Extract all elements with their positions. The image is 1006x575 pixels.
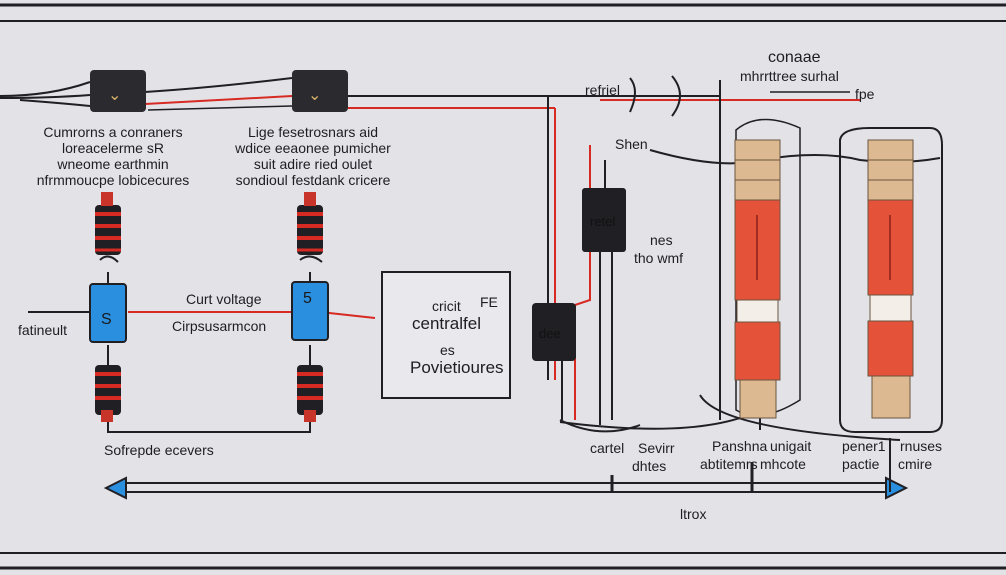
bottom-mid-label-2: Sevirr xyxy=(638,440,675,456)
mid-desc-line-1: Lige fesetrosnars aid xyxy=(248,124,378,140)
relay-text: retel xyxy=(590,214,615,229)
mid-description: Lige fesetrosnars aid wdice eeaonee pumi… xyxy=(228,124,398,188)
left-desc-line-1: Cumrorns a conraners xyxy=(43,124,183,140)
blue-component-left xyxy=(89,283,127,343)
bottom-right-label-3: abtitemrs xyxy=(700,456,758,472)
bottom-right-label-2: unigait xyxy=(770,438,812,454)
blue-component-mid xyxy=(291,281,329,341)
top-relay-label: refriel xyxy=(585,82,621,98)
box-line-3: Povietioures xyxy=(410,358,504,377)
mid-desc-line-4: sondioul festdank cricere xyxy=(235,172,391,188)
frame-lines xyxy=(0,3,1006,570)
box-line-2: centralfel xyxy=(412,314,481,333)
blue1-text: S xyxy=(101,311,112,328)
shen-label: Shen xyxy=(615,136,648,152)
left-desc-line-2: loreacelerme sR xyxy=(62,140,164,156)
coil-left-bottom xyxy=(95,365,121,422)
bottom-left-label: Sofrepde ecevers xyxy=(104,442,214,458)
block-text: dee xyxy=(539,326,561,341)
bottom-right-label-4: mhcote xyxy=(760,456,806,472)
bottom-right-label-1: Panshna xyxy=(712,438,768,454)
nes-label: nes xyxy=(650,232,673,248)
fpe-label: fpe xyxy=(855,86,875,102)
bottom-far-label-2: rnuses xyxy=(900,438,943,454)
bottom-mid-label-1: cartel xyxy=(590,440,625,456)
box-fe: FE xyxy=(480,294,498,310)
coil-mid-bottom xyxy=(297,365,323,422)
circuit-current-label: Cirpsusarmcon xyxy=(172,318,267,334)
top-chip-mid xyxy=(292,70,348,112)
title-sub: mhrrttree surhal xyxy=(740,68,839,84)
ltrox-label: ltrox xyxy=(680,506,707,522)
left-desc-line-4: nfrmmoucpe lobicecures xyxy=(36,172,190,188)
coil-mid-top xyxy=(297,192,323,255)
bottom-far-label-1: pener1 xyxy=(842,438,886,454)
relay-module xyxy=(582,188,626,252)
centralfel-box xyxy=(381,271,511,399)
circuit-voltage-label: Curt voltage xyxy=(186,291,262,307)
top-chip-left-glyph: ⌄ xyxy=(108,87,122,104)
top-chip-left xyxy=(90,70,146,112)
left-description: Cumrorns a conraners loreacelerme sR wne… xyxy=(28,124,198,188)
coil-left-top xyxy=(95,192,121,255)
bottom-far-label-3: pactie xyxy=(842,456,880,472)
title-top: conaae xyxy=(768,49,821,66)
top-chip-mid-glyph: ⌄ xyxy=(308,87,322,104)
box-es: es xyxy=(440,342,455,358)
fuse-left xyxy=(734,139,781,419)
mid-desc-line-2: wdice eeaonee pumicher xyxy=(235,140,391,156)
bottom-mid-label-3: dhtes xyxy=(632,458,667,474)
mid-desc-line-3: suit adire ried oulet xyxy=(253,156,373,172)
relay-wires xyxy=(559,145,641,433)
blue2-text: 5 xyxy=(303,290,312,307)
left-desc-line-3: wneome earthmin xyxy=(57,156,169,172)
box-line-1: cricit xyxy=(432,298,461,314)
bottom-far-label-4: cmire xyxy=(898,456,933,472)
bottom-bus xyxy=(103,438,909,500)
left-side-label: fatineult xyxy=(18,322,68,338)
dee-block xyxy=(532,303,576,361)
tho-label: tho wmf xyxy=(634,250,684,266)
fuse-right xyxy=(867,139,914,419)
